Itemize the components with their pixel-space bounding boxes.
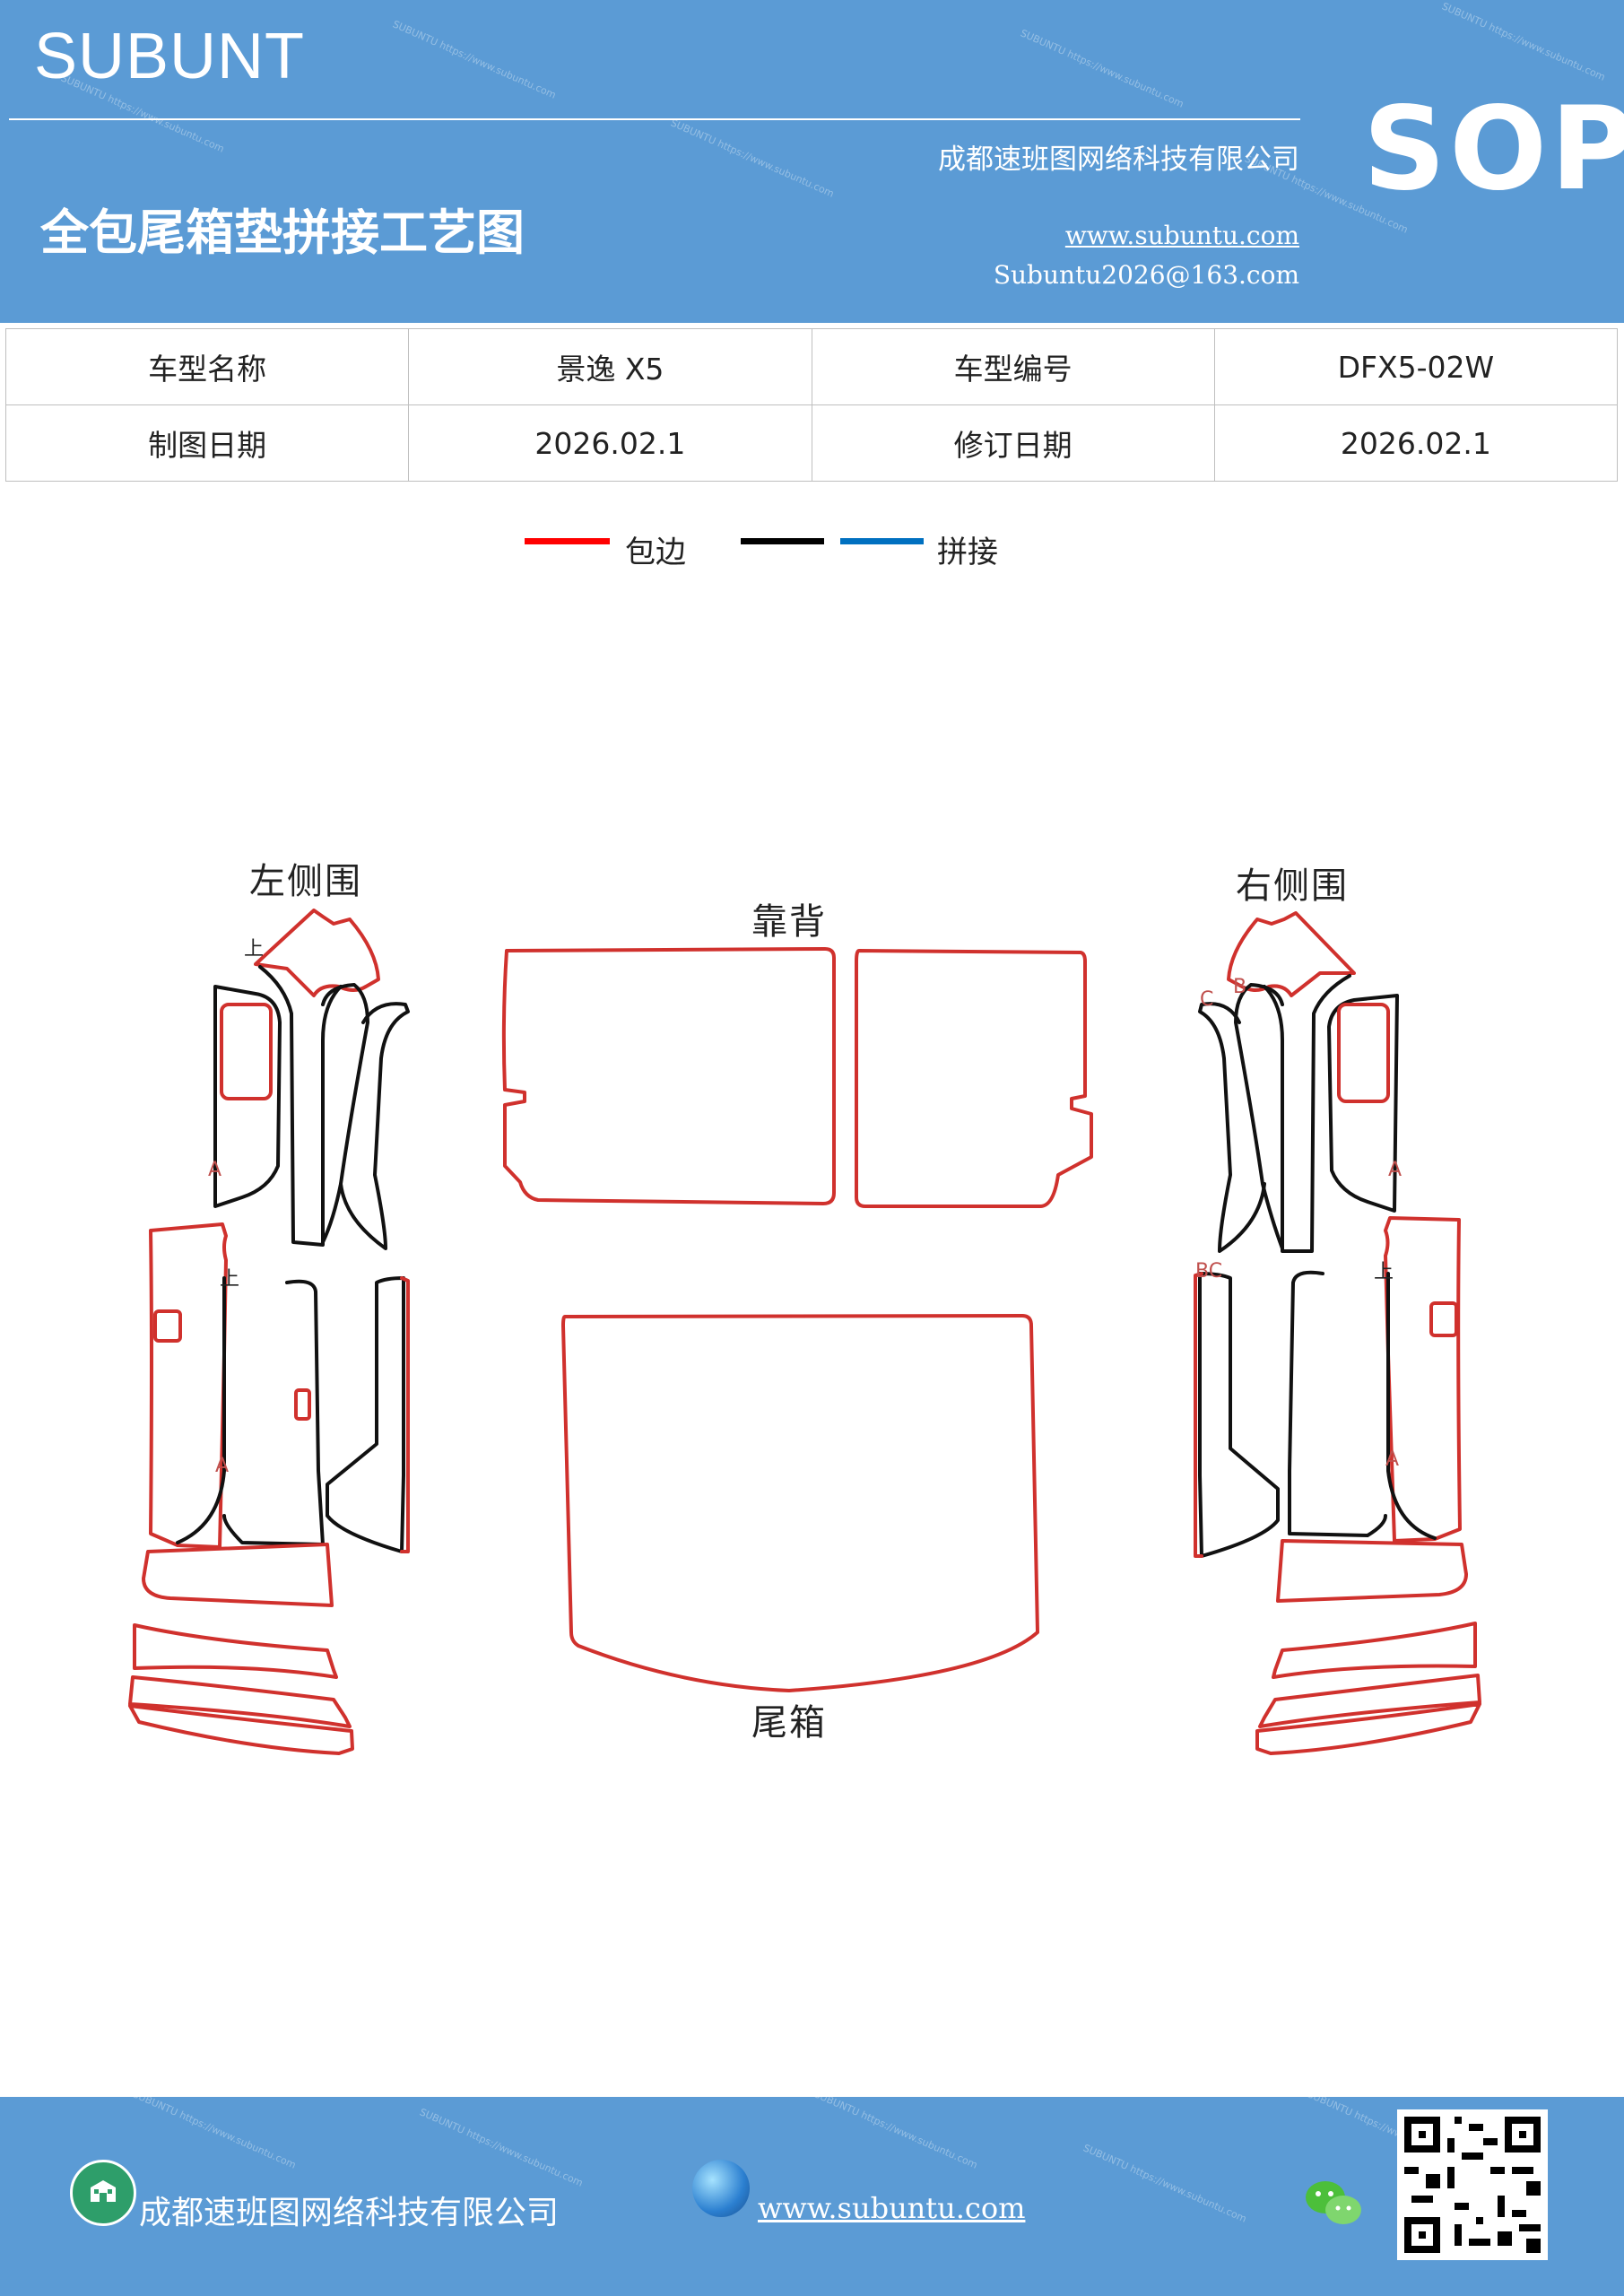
backrest-left-panel bbox=[501, 947, 836, 1205]
legend-swatch-edge bbox=[525, 538, 610, 544]
mark-c: C bbox=[1200, 988, 1214, 1011]
right-side-lower-strip bbox=[1198, 1272, 1280, 1558]
left-side-strip bbox=[321, 983, 369, 1244]
right-side-sill-3 bbox=[1258, 1674, 1481, 1728]
watermark: SUBUNTU https://www.subuntu.com bbox=[1018, 27, 1186, 110]
right-side-sill-4 bbox=[1255, 1702, 1481, 1755]
right-side-strip bbox=[1234, 983, 1284, 1250]
right-side-lower-slot bbox=[1429, 1301, 1458, 1337]
right-side-lower-panel bbox=[1384, 1216, 1462, 1543]
watermark: SUBUNTU https://www.subuntu.com bbox=[417, 2106, 586, 2189]
sop-badge: SOP bbox=[1363, 83, 1624, 216]
legend-label-seam: 拼接 bbox=[937, 535, 998, 570]
globe-icon bbox=[692, 2160, 750, 2217]
left-side-lower-strip bbox=[326, 1276, 405, 1553]
right-side-window bbox=[1337, 1003, 1390, 1103]
vehicle-info-table: 车型名称 景逸 X5 车型编号 DFX5-02W 制图日期 2026.02.1 … bbox=[4, 328, 1619, 482]
cut-diagram: 左侧围 靠背 右侧围 尾箱 上 A 上 A C B A BC 上 A bbox=[0, 825, 1624, 1767]
mark-top: 上 bbox=[244, 938, 265, 961]
trunk-panel bbox=[561, 1314, 1039, 1692]
table-cell: 车型编号 bbox=[811, 328, 1215, 405]
table-cell: 2026.02.1 bbox=[1213, 404, 1619, 482]
pattern-drawing bbox=[128, 909, 1481, 1755]
left-side-window-frame bbox=[213, 985, 282, 1208]
right-side-lower-edge bbox=[1194, 1272, 1203, 1558]
label-right-side: 右侧围 bbox=[1236, 865, 1349, 907]
label-trunk: 尾箱 bbox=[751, 1702, 827, 1744]
watermark: SUBUNTU https://www.subuntu.com bbox=[1081, 2142, 1249, 2225]
table-row: 车型名称 景逸 X5 车型编号 DFX5-02W bbox=[4, 328, 1619, 405]
left-side-sill-2 bbox=[133, 1623, 338, 1679]
right-side-sill-2 bbox=[1272, 1622, 1477, 1679]
footer-website-link[interactable]: www.subuntu.com bbox=[758, 2191, 1026, 2225]
header-divider bbox=[9, 118, 1300, 120]
left-side-window bbox=[220, 1003, 273, 1100]
mark-bc: BC bbox=[1195, 1260, 1223, 1283]
building-icon-glyph bbox=[91, 2180, 116, 2202]
legend-swatch-black bbox=[741, 538, 824, 544]
left-side-lower-panel bbox=[149, 1222, 228, 1549]
watermark: SUBUNTU https://www.subuntu.com bbox=[130, 2097, 299, 2171]
mark-a: A bbox=[215, 1455, 230, 1477]
building-icon bbox=[70, 2160, 136, 2226]
label-backrest: 靠背 bbox=[751, 901, 827, 943]
watermark: SUBUNTU https://www.subuntu.com bbox=[390, 18, 559, 101]
brand-name: SUBUNT bbox=[34, 21, 306, 92]
legend-label-edge: 包边 bbox=[625, 535, 686, 570]
table-cell: 2026.02.1 bbox=[408, 404, 812, 482]
qr-code-icon[interactable] bbox=[1397, 2109, 1548, 2260]
left-side-strip-2 bbox=[339, 1002, 410, 1250]
watermark: SUBUNTU https://www.subuntu.com bbox=[668, 117, 837, 200]
backrest-right-panel bbox=[855, 949, 1093, 1208]
table-cell: 修订日期 bbox=[811, 404, 1215, 482]
footer-banner: SUBUNTU https://www.subuntu.com SUBUNTU … bbox=[0, 2097, 1624, 2296]
right-side-lower-piece bbox=[1288, 1270, 1387, 1537]
company-name: 成都速班图网络科技有限公司 bbox=[938, 144, 1299, 176]
right-side-strip-2 bbox=[1198, 1002, 1266, 1253]
left-side-lower-edge bbox=[400, 1276, 410, 1553]
document-title: 全包尾箱垫拼接工艺图 bbox=[40, 204, 525, 261]
mark-top: 上 bbox=[1374, 1261, 1394, 1283]
left-side-lower-slot-2 bbox=[294, 1388, 311, 1421]
website-link[interactable]: www.subuntu.com bbox=[1064, 221, 1299, 250]
mark-a: A bbox=[1388, 1159, 1403, 1181]
watermark: SUBUNTU https://www.subuntu.com bbox=[812, 2097, 980, 2171]
mark-a: A bbox=[208, 1159, 222, 1181]
mark-top: 上 bbox=[220, 1268, 240, 1291]
label-left-side: 左侧围 bbox=[249, 861, 362, 902]
left-side-sill-3 bbox=[128, 1675, 352, 1728]
table-row: 制图日期 2026.02.1 修订日期 2026.02.1 bbox=[4, 404, 1619, 482]
footer-company-name: 成都速班图网络科技有限公司 bbox=[139, 2195, 560, 2231]
mark-a: A bbox=[1385, 1448, 1400, 1471]
right-side-pillar bbox=[1227, 911, 1356, 997]
table-cell: 制图日期 bbox=[4, 404, 410, 482]
right-side-seam bbox=[1263, 974, 1351, 1253]
watermark: SUBUNTU https://www.subuntu.com bbox=[1439, 0, 1608, 83]
legend-swatch-seam bbox=[840, 538, 924, 544]
email-address[interactable]: Subuntu2026@163.com bbox=[993, 260, 1299, 290]
table-cell: 景逸 X5 bbox=[408, 328, 812, 405]
header-banner: SUBUNTU https://www.subuntu.com SUBUNTU … bbox=[0, 0, 1624, 323]
table-cell: DFX5-02W bbox=[1213, 328, 1619, 405]
legend: 包边 拼接 bbox=[0, 527, 1624, 572]
right-side-group bbox=[1194, 911, 1481, 1755]
left-side-pillar bbox=[254, 909, 380, 997]
mark-b: B bbox=[1233, 976, 1247, 998]
left-side-lower-piece bbox=[222, 1279, 325, 1546]
left-side-sill-4 bbox=[128, 1704, 354, 1755]
left-side-lower-slot bbox=[153, 1309, 182, 1343]
right-side-sill-1 bbox=[1276, 1539, 1468, 1603]
qr-code-glyph bbox=[1397, 2109, 1548, 2260]
right-side-lower-seam bbox=[1386, 1272, 1437, 1540]
table-cell: 车型名称 bbox=[4, 328, 410, 405]
wechat-icon[interactable] bbox=[1302, 2176, 1365, 2230]
left-side-seam bbox=[258, 965, 343, 1247]
left-side-sill-1 bbox=[142, 1543, 334, 1607]
left-side-lower-seam bbox=[176, 1276, 226, 1544]
